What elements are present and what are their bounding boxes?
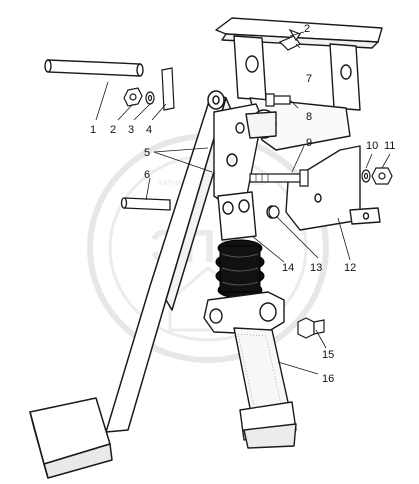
plate-4 bbox=[161, 67, 175, 111]
rubber-boot bbox=[215, 239, 265, 299]
pivot-hub bbox=[213, 103, 277, 207]
washer-13 bbox=[268, 205, 280, 219]
watermark-caption: ЗАПЧАСТИ ДЛЯ СПЕЦТЕХНИКИ bbox=[158, 180, 268, 187]
callout-2: 2 bbox=[110, 124, 116, 136]
callout-7: 7 bbox=[306, 73, 312, 85]
leader-lines bbox=[95, 31, 391, 375]
callout-12: 12 bbox=[344, 262, 356, 274]
pin-6 bbox=[120, 197, 171, 211]
callout-2-bracket: 2 bbox=[304, 23, 310, 35]
nut-2 bbox=[123, 87, 143, 107]
callout-10: 10 bbox=[366, 140, 378, 152]
callout-1: 1 bbox=[90, 124, 96, 136]
callout-14: 14 bbox=[282, 262, 294, 274]
callout-15: 15 bbox=[322, 349, 334, 361]
callout-6: 6 bbox=[144, 169, 150, 181]
callout-5: 5 bbox=[144, 147, 150, 159]
callout-8: 8 bbox=[306, 111, 312, 123]
clevis-fork bbox=[217, 191, 278, 241]
callout-9: 9 bbox=[306, 137, 312, 149]
washer-3 bbox=[145, 91, 155, 105]
callout-13: 13 bbox=[310, 262, 322, 274]
mounting-bracket bbox=[215, 17, 383, 231]
nut-11 bbox=[371, 167, 393, 185]
bolt-9 bbox=[249, 169, 309, 187]
master-cylinder bbox=[203, 291, 297, 449]
pin bbox=[44, 59, 144, 77]
bolt-8 bbox=[265, 93, 291, 107]
callouts: 1 2 3 4 5 6 2 7 8 9 10 11 12 13 14 15 16 bbox=[90, 23, 395, 385]
pedal-pad bbox=[29, 397, 113, 479]
fitting-15 bbox=[297, 317, 325, 339]
washer-10 bbox=[361, 169, 371, 183]
callout-16: 16 bbox=[322, 373, 334, 385]
callout-4: 4 bbox=[146, 124, 152, 136]
callout-3: 3 bbox=[128, 124, 134, 136]
callout-11: 11 bbox=[384, 140, 395, 152]
